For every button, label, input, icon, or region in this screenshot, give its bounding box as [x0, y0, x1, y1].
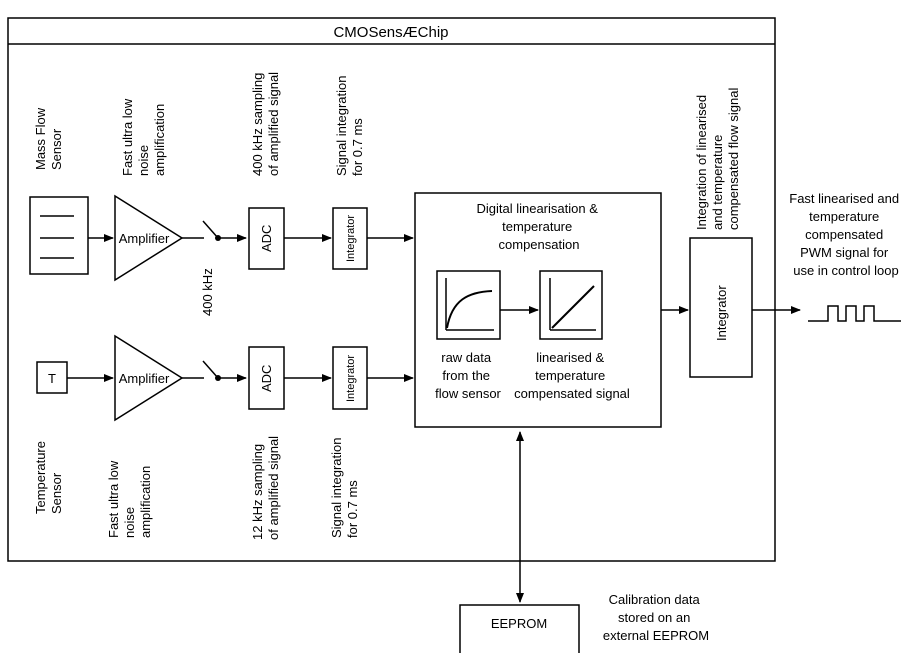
temperature-sensor-label: Temperature Sensor — [33, 437, 64, 514]
pwm-signal-icon — [808, 305, 901, 322]
amplifier-bottom-label: Fast ultra low noise amplification — [106, 457, 153, 538]
adc-bottom-text: ADC — [259, 365, 274, 392]
temperature-sensor-text: T — [48, 371, 56, 386]
linearised-graph — [539, 270, 603, 340]
mass-flow-sensor-label: Mass Flow Sensor — [33, 104, 64, 170]
adc-bottom: ADC — [248, 346, 285, 410]
sampling-switch-bottom — [182, 360, 247, 382]
integrator-bottom-text: Integrator — [345, 355, 357, 402]
eeprom-text: EEPROM — [491, 616, 547, 631]
sampling-switch-top — [182, 220, 247, 242]
temperature-sensor: T — [36, 361, 68, 394]
output-integrator-text: Integrator — [714, 285, 729, 341]
amplifier-top-text: Amplifier — [119, 231, 170, 246]
integrator-top-text: Integrator — [345, 215, 357, 262]
eeprom-caption: Calibration data stored on an external E… — [603, 592, 709, 643]
amplifier-bottom-text: Amplifier — [119, 371, 170, 386]
eeprom-block: EEPROM — [459, 604, 580, 653]
output-integrator: Integrator — [689, 237, 753, 378]
integrator-bottom: Integrator — [332, 346, 368, 410]
raw-data-graph — [436, 270, 501, 340]
adc-top-text: ADC — [259, 225, 274, 252]
integration-bottom-label: Signal integration for 0.7 ms — [329, 434, 360, 538]
sampling-bottom-label: 12 kHz sampling of amplified signal — [250, 436, 281, 540]
mass-flow-sensor — [29, 196, 89, 275]
pwm-signal-label: Fast linearised and temperature compensa… — [789, 191, 902, 278]
integration-top-label: Signal integration for 0.7 ms — [334, 72, 365, 176]
amplifier-top: Amplifier — [114, 194, 184, 282]
amplifier-top-label: Fast ultra low noise amplification — [120, 95, 167, 176]
adc-top: ADC — [248, 207, 285, 270]
integrator-top: Integrator — [332, 207, 368, 270]
switch-frequency-label: 400 kHz — [200, 268, 215, 316]
amplifier-bottom: Amplifier — [114, 334, 184, 422]
sampling-top-label: 400 kHz sampling of amplified signal — [250, 69, 281, 176]
output-integration-label: Integration of linearised and temperatur… — [694, 88, 741, 230]
digital-block-title: Digital linearisation & temperature comp… — [476, 201, 601, 252]
digital-linearisation-block: Digital linearisation & temperature comp… — [414, 192, 662, 428]
chip-title: CMOSensÆChip — [333, 24, 448, 41]
linearised-caption: linearised & temperature compensated sig… — [514, 350, 630, 401]
raw-data-caption: raw data from the flow sensor — [435, 350, 501, 401]
